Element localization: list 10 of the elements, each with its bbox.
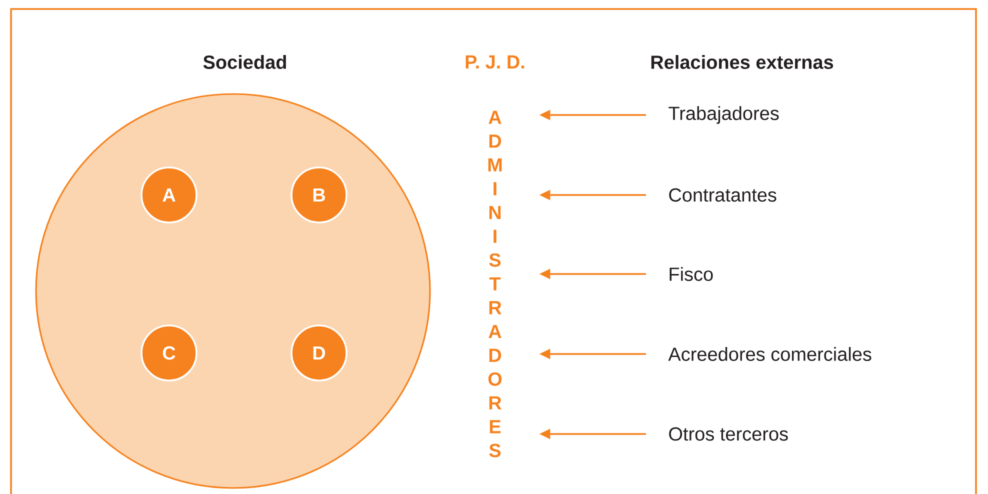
- column-heading: P. J. D.: [466, 55, 524, 69]
- column-heading: Relaciones externas: [651, 55, 834, 69]
- party-text: Otros terceros: [669, 427, 788, 441]
- group-circle: [35, 93, 431, 489]
- party-text: Acreedores comerciales: [668, 347, 872, 361]
- party-text: Contratantes: [669, 188, 776, 202]
- party-text: Trabajadores: [668, 106, 779, 124]
- party-text: Fisco: [670, 267, 713, 281]
- column-heading: Sociedad: [203, 55, 286, 69]
- vertical-text: ADMINISTRADORES: [488, 110, 502, 458]
